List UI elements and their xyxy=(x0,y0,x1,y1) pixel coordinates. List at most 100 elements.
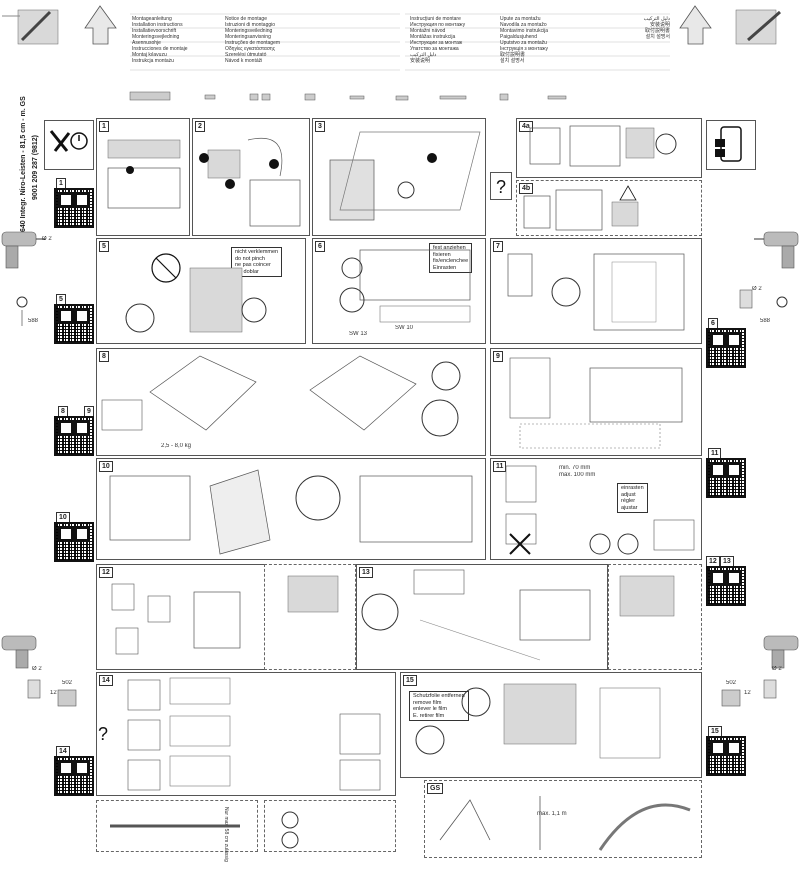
step-14-panel: 14 xyxy=(96,672,396,796)
step-13-panel: 13 xyxy=(356,564,608,670)
qr-code-12-13[interactable] xyxy=(706,566,746,606)
hose-panel: Nur max. 58 cm zulässig xyxy=(96,800,258,862)
step-4a-panel: 4a xyxy=(516,118,702,178)
step-number: 7 xyxy=(493,241,503,252)
step-5-panel: 5 nicht verklemmen do not pinch ne pas c… xyxy=(96,238,306,344)
lang-text: Upute za montažu xyxy=(500,16,541,22)
lang-text: Uputstvo za montažu xyxy=(500,40,547,46)
callout-line: nicht verklemmen xyxy=(235,249,279,255)
min-70: min. 70 mm xyxy=(559,465,591,471)
lang-text: Montageanleitung xyxy=(132,16,172,22)
callout-line: Einrasten xyxy=(433,264,457,271)
step-number: 6 xyxy=(315,241,325,252)
lang-text: Monteringsvejledning xyxy=(132,34,180,40)
step-9-panel: 9 xyxy=(490,348,702,456)
lang-text: Инструкции за монтаж xyxy=(410,40,463,46)
screwdriver-icon xyxy=(49,130,88,152)
header-legend-left: Montageanleitung Installation instructio… xyxy=(132,16,400,70)
question-box: ? xyxy=(490,172,512,200)
lang-text: دليل التركيب xyxy=(410,52,437,58)
step-6-panel: 6 fest anziehen fixieren fix/enclenchee … xyxy=(312,238,486,344)
step-3-panel: 3 xyxy=(312,118,486,236)
lang-text: Instruções de montagem xyxy=(225,40,281,46)
qr-code-5[interactable] xyxy=(54,304,94,344)
step-1-panel: 1 xyxy=(96,118,190,236)
drill-depth-right: 588 xyxy=(760,318,771,324)
lang-text: Montāžas instrukcija xyxy=(410,34,456,40)
step-10-panel: 10 xyxy=(96,458,486,560)
lang-text: Návod k montáži xyxy=(225,58,263,64)
drill-vertical-right: 12 xyxy=(744,690,751,696)
step-7-panel: 7 xyxy=(490,238,702,344)
qr-code-15[interactable] xyxy=(706,736,746,776)
step-number: 4a xyxy=(519,121,533,132)
lang-text: 설치 설명서 xyxy=(500,58,525,64)
lang-text: 安装说明 xyxy=(410,58,431,64)
drill-diameter-left: Ø 2 xyxy=(42,236,52,242)
sw13-label: SW 13 xyxy=(349,331,368,337)
door-weight: 2,5 - 8,0 kg xyxy=(161,443,192,449)
step-15-panel: 15 Schutzfolie entfernen remove film enl… xyxy=(400,672,702,778)
lang-text: Installatievoorschrift xyxy=(132,28,177,34)
lang-text: Navodila za montažo xyxy=(500,22,547,28)
max-100: max. 100 mm xyxy=(559,472,596,478)
callout-line: fix/enclenchee xyxy=(433,258,469,264)
step-number: 11 xyxy=(493,461,507,472)
lang-text: Montaj kılavuzu xyxy=(132,52,167,58)
step-4b-panel: 4b xyxy=(516,180,702,236)
tools-box xyxy=(44,120,94,170)
step-number: 5 xyxy=(99,241,109,252)
lang-text: 설치 설명서 xyxy=(645,34,670,40)
lang-text: Szerelési útmutató xyxy=(225,52,267,58)
lang-text: Notice de montage xyxy=(225,16,267,22)
lang-text: Инструкция по монтажу xyxy=(410,22,466,28)
callout-line: enlever le film xyxy=(413,706,447,712)
lang-text: Instrukcja montażu xyxy=(132,58,174,64)
lang-text: دليل التركيب xyxy=(643,16,670,22)
click-callout: einrasten adjust régler ajustar xyxy=(617,483,648,513)
hose-note: Nur max. 58 cm zulässig xyxy=(223,807,229,862)
drill-vertical-left: 12 xyxy=(50,690,57,696)
step-number: 14 xyxy=(99,675,113,686)
lang-text: Istruzioni di montaggio xyxy=(225,22,276,28)
svg-text:?: ? xyxy=(496,177,506,197)
outlet-panel xyxy=(264,800,396,852)
lang-text: Montažni návod xyxy=(410,28,446,34)
callout-line: adjust xyxy=(621,491,636,498)
tighten-callout: fest anziehen fixieren fix/enclenchee Ei… xyxy=(429,243,473,273)
step-number: 4b xyxy=(519,183,534,194)
step-number: 9 xyxy=(493,351,503,362)
model-line: 640 Integr. Niro-Leisten - 81,5 cm - m. … xyxy=(20,96,27,232)
lang-text: Montavimo instrukcija xyxy=(500,28,549,34)
qr-code-11[interactable] xyxy=(706,458,746,498)
step-number: 8 xyxy=(99,351,109,362)
qr-code-8-9[interactable] xyxy=(54,416,94,456)
no-pinch-callout: nicht verklemmen do not pinch ne pas coi… xyxy=(231,247,283,277)
step-8-panel: 8 2,5 - 8,0 kg xyxy=(96,348,486,456)
lang-text: Οδηγίες εγκατάστασης xyxy=(225,46,276,52)
step-2-panel: 2 xyxy=(192,118,310,236)
callout-line: E. retirer film xyxy=(413,712,445,719)
step-number: 10 xyxy=(99,461,113,472)
drill-diameter-right-2: Ø 2 xyxy=(772,666,782,672)
qr-code-1[interactable] xyxy=(54,188,94,228)
qr-code-14[interactable] xyxy=(54,756,94,796)
lang-text: 取付説明書 xyxy=(500,52,526,58)
lang-text: Instrucciones de montaje xyxy=(132,46,188,52)
phone-info-box xyxy=(706,120,756,170)
drill-diameter-left-2: Ø 2 xyxy=(32,666,42,672)
callout-line: do not pinch xyxy=(235,255,265,262)
drill-depth-left: 588 xyxy=(28,318,39,324)
lang-text: 取付説明書 xyxy=(644,28,670,34)
question-icon: ? xyxy=(496,177,506,197)
qr-code-10[interactable] xyxy=(54,522,94,562)
qr-code-6[interactable] xyxy=(706,328,746,368)
lang-text: Monteringsveiledning xyxy=(225,28,273,34)
callout-line: fest anziehen xyxy=(433,245,466,251)
lang-text: Installation instructions xyxy=(132,22,183,28)
lang-text: Paigaldusjuhend xyxy=(500,34,537,40)
step-13-detail xyxy=(608,564,702,670)
remove-film-callout: Schutzfolie entfernen remove film enleve… xyxy=(409,691,469,721)
gs-label: GS xyxy=(427,783,444,794)
header-legend-left-col2: Notice de montage Istruzioni di montaggi… xyxy=(225,16,310,70)
